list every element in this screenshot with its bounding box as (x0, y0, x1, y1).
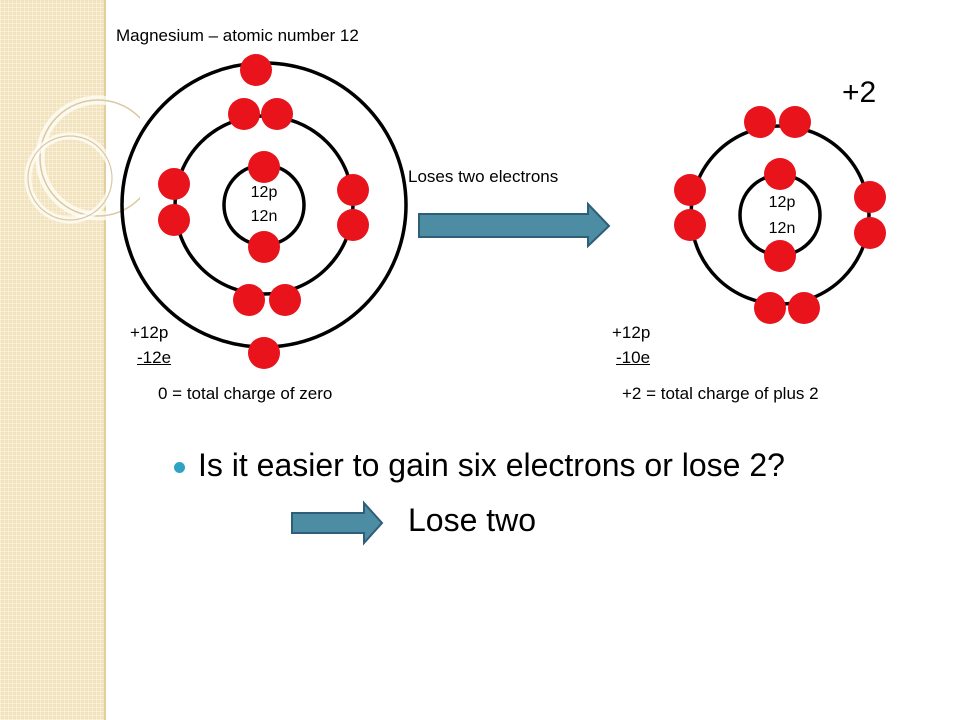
electron (233, 284, 265, 316)
ion-middle-shell (689, 124, 871, 306)
electron (854, 181, 886, 213)
electron (240, 54, 272, 86)
ion-total-charge: +2 = total charge of plus 2 (622, 384, 819, 403)
electron (674, 174, 706, 206)
electron (754, 292, 786, 324)
answer-text: Lose two (408, 502, 537, 538)
page-title: Magnesium – atomic number 12 (116, 26, 359, 45)
electron (674, 209, 706, 241)
answer-arrow (291, 500, 384, 546)
atom-protons-count: +12p (130, 323, 169, 342)
electron (337, 174, 369, 206)
electron (269, 284, 301, 316)
electron (744, 106, 776, 138)
magnesium-ion (674, 106, 886, 324)
electron (158, 168, 190, 200)
question-text: Is it easier to gain six electrons or lo… (198, 447, 785, 483)
bullet-icon (174, 462, 185, 473)
middle-shell (173, 114, 355, 296)
atom-protons-label: 12p (250, 184, 278, 201)
ion-electrons-count: -10e (616, 348, 655, 368)
decorative-rings (24, 95, 140, 224)
electron (788, 292, 820, 324)
arrow-label: Loses two electrons (408, 167, 559, 186)
ion-electrons-value: -10e (616, 348, 651, 367)
ion-protons-label: 12p (768, 194, 796, 211)
atom-total-charge: 0 = total charge of zero (158, 384, 333, 403)
electron (158, 204, 190, 236)
electron (261, 98, 293, 130)
electron (764, 240, 796, 272)
electron (248, 151, 280, 183)
electron (248, 337, 280, 369)
electron (248, 231, 280, 263)
ion-protons-count: +12p (612, 323, 651, 342)
atom-electrons-value: -12e (137, 348, 172, 367)
ion-charge: +2 (842, 76, 877, 109)
electron (337, 209, 369, 241)
electron (764, 158, 796, 190)
ion-neutrons-label: 12n (768, 220, 796, 237)
atom-neutrons-label: 12n (250, 208, 278, 225)
magnesium-atom (120, 54, 408, 369)
electron (779, 106, 811, 138)
electron (228, 98, 260, 130)
electron (854, 217, 886, 249)
atom-electrons-count: -12e (137, 348, 176, 368)
transition-arrow (418, 201, 611, 249)
